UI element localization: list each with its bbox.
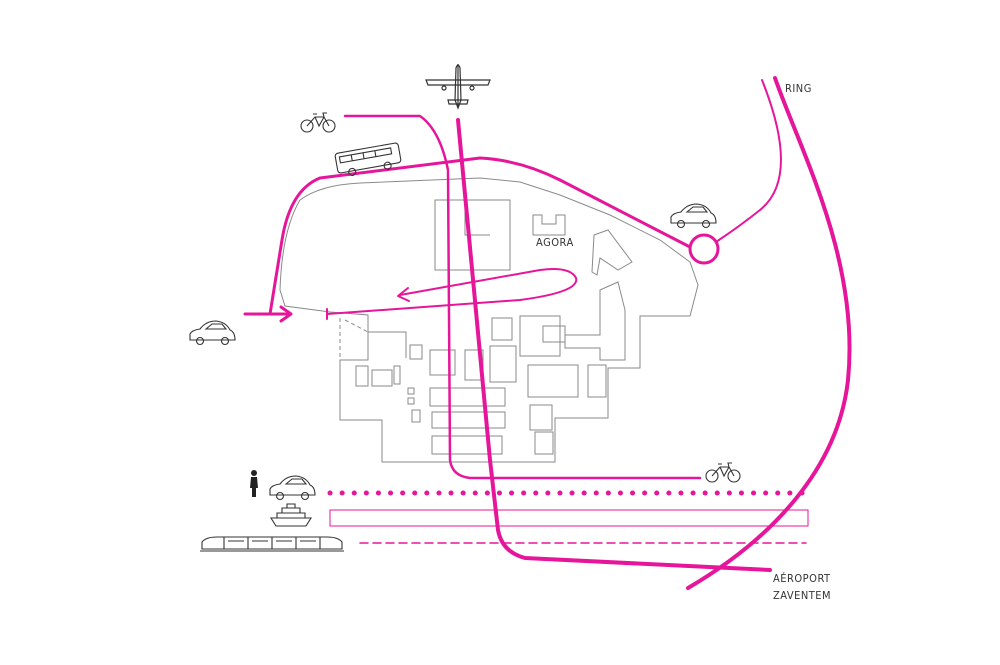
building-block-a <box>491 317 513 341</box>
building-block-c <box>542 325 566 343</box>
building-block-d <box>489 345 517 383</box>
building-block-l <box>529 404 553 431</box>
building-block-h <box>429 349 456 376</box>
building-block-n <box>355 365 369 387</box>
building-block-j <box>431 411 506 429</box>
airport-label: AÉROPORT ZAVENTEM <box>773 570 831 604</box>
agora-label: AGORA <box>536 236 574 249</box>
airport-label-line2: ZAVENTEM <box>773 589 832 602</box>
footprint-dashed-edge <box>339 318 369 360</box>
site-footprint <box>279 177 699 463</box>
building-block-i <box>429 387 506 407</box>
car-icon-south <box>269 475 316 501</box>
car-icon-west <box>189 320 236 346</box>
internal-loop-arrowhead <box>397 287 410 302</box>
canal <box>329 509 809 527</box>
airport-label-line1: AÉROPORT <box>773 572 831 585</box>
ring-road-main <box>686 76 852 590</box>
boat-icon <box>270 503 312 527</box>
building-east-block <box>564 281 626 361</box>
airport-axis <box>456 118 772 572</box>
site-outline <box>279 177 699 463</box>
car-icon-east <box>670 203 717 229</box>
access-routes <box>243 76 852 590</box>
building-block-q <box>409 344 423 360</box>
bus-icon <box>334 142 402 177</box>
building-block-f <box>587 364 607 398</box>
bicycle-icon-top <box>300 112 336 133</box>
roundabout <box>688 233 720 265</box>
bicycle-route <box>343 114 702 480</box>
building-block-r <box>407 387 415 395</box>
train-icon <box>200 536 344 552</box>
ring-label: RING <box>785 82 812 95</box>
building-block-t <box>411 409 421 423</box>
internal-loop <box>326 268 578 315</box>
pedestrian-icon <box>250 470 258 497</box>
building-east-wing <box>591 229 633 276</box>
building-block-o <box>371 369 393 387</box>
building-block-e <box>527 364 579 398</box>
agora-building <box>532 214 566 236</box>
building-block-k <box>431 435 503 455</box>
ring-road-link <box>715 79 782 243</box>
building-block-p <box>393 365 401 385</box>
building-block-s <box>407 397 415 405</box>
airplane-icon <box>425 64 491 110</box>
building-block-b <box>519 315 561 357</box>
car-access-arrowhead <box>279 305 293 323</box>
car-loop-road <box>268 156 692 316</box>
building-block-m <box>534 431 554 455</box>
footprint-lower-step <box>368 331 407 358</box>
bicycle-icon-bottom <box>705 462 741 483</box>
